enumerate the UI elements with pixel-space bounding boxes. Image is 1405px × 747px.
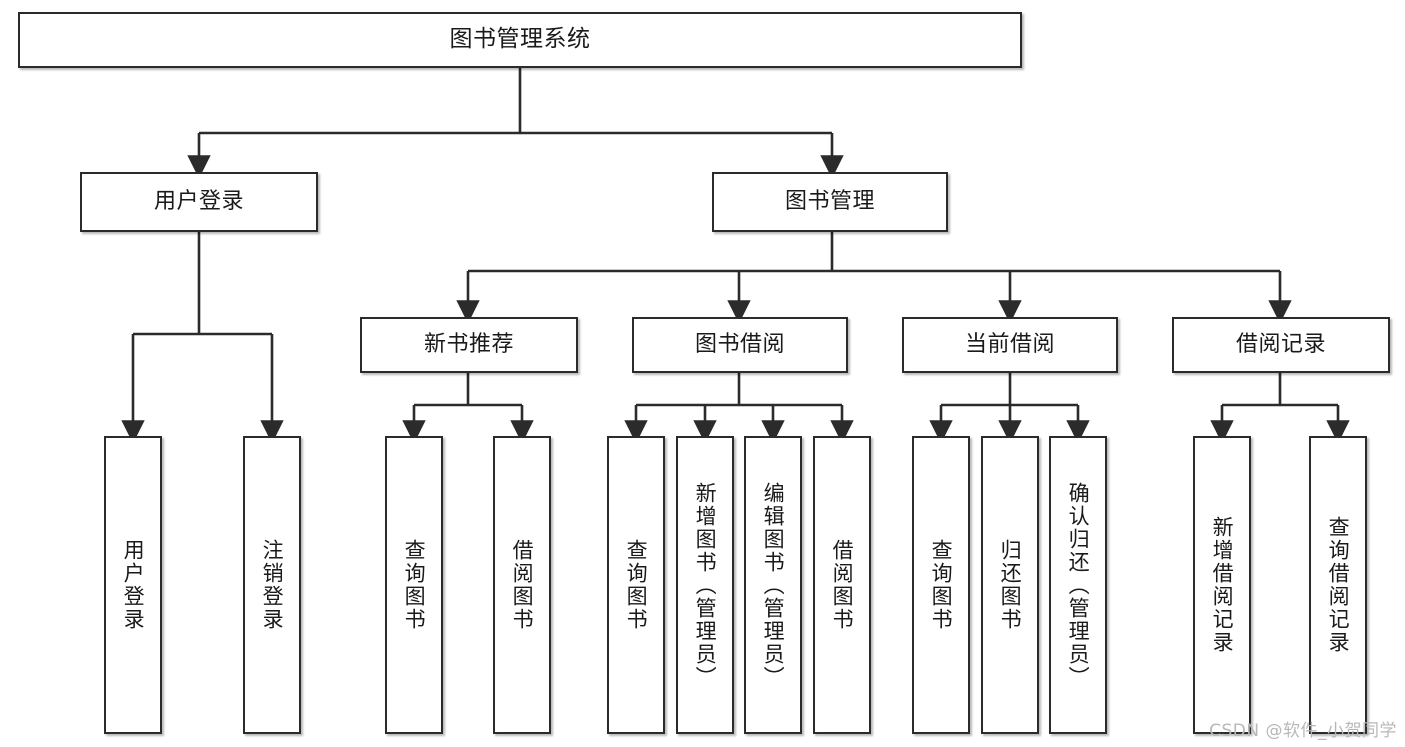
node-label: 图书管理 xyxy=(784,188,875,214)
node-label: 编辑图书（管理员） xyxy=(761,481,786,689)
node-label: 注销登录 xyxy=(260,539,285,631)
leaf-book-borrow-add-book-admin[interactable]: 新增图书（管理员） xyxy=(676,436,734,734)
node-label: 新书推荐 xyxy=(423,331,514,357)
leaf-book-borrow-borrow-books[interactable]: 借阅图书 xyxy=(813,436,871,734)
node-label: 归还图书 xyxy=(998,539,1023,631)
leaf-user-login-login[interactable]: 用户登录 xyxy=(104,436,162,734)
node-label: 用户登录 xyxy=(121,539,146,631)
node-borrowing-record[interactable]: 借阅记录 xyxy=(1172,317,1390,373)
leaf-current-borrow-query-books[interactable]: 查询图书 xyxy=(912,436,970,734)
node-label: 借阅图书 xyxy=(830,539,855,631)
node-label: 借阅图书 xyxy=(510,539,535,631)
node-label: 借阅记录 xyxy=(1235,331,1326,357)
leaf-current-borrow-confirm-return-admin[interactable]: 确认归还（管理员） xyxy=(1049,436,1107,734)
node-label: 图书管理系统 xyxy=(449,26,591,53)
node-new-book-recommendation[interactable]: 新书推荐 xyxy=(360,317,578,373)
edges xyxy=(121,68,1350,444)
node-label: 新增借阅记录 xyxy=(1210,516,1235,654)
leaf-book-borrow-edit-book-admin[interactable]: 编辑图书（管理员） xyxy=(744,436,802,734)
leaf-user-login-logout[interactable]: 注销登录 xyxy=(243,436,301,734)
node-label: 新增图书（管理员） xyxy=(693,481,718,689)
node-user-login[interactable]: 用户登录 xyxy=(80,172,318,232)
node-label: 查询借阅记录 xyxy=(1326,516,1351,654)
leaf-new-book-borrow-books[interactable]: 借阅图书 xyxy=(493,436,551,734)
node-label: 当前借阅 xyxy=(964,331,1055,357)
leaf-current-borrow-return-books[interactable]: 归还图书 xyxy=(981,436,1039,734)
leaf-new-book-query-books[interactable]: 查询图书 xyxy=(385,436,443,734)
leaf-book-borrow-query-books[interactable]: 查询图书 xyxy=(607,436,665,734)
node-book-borrowing[interactable]: 图书借阅 xyxy=(632,317,848,373)
leaf-borrow-record-query-record[interactable]: 查询借阅记录 xyxy=(1309,436,1367,734)
node-label: 查询图书 xyxy=(402,539,427,631)
node-label: 图书借阅 xyxy=(694,331,785,357)
node-root-book-management-system[interactable]: 图书管理系统 xyxy=(18,12,1022,68)
node-label: 用户登录 xyxy=(153,188,244,214)
node-label: 查询图书 xyxy=(929,539,954,631)
node-book-management[interactable]: 图书管理 xyxy=(712,172,948,232)
leaf-borrow-record-add-record[interactable]: 新增借阅记录 xyxy=(1193,436,1251,734)
node-label: 确认归还（管理员） xyxy=(1066,481,1091,689)
node-current-borrowing[interactable]: 当前借阅 xyxy=(902,317,1118,373)
node-label: 查询图书 xyxy=(624,539,649,631)
